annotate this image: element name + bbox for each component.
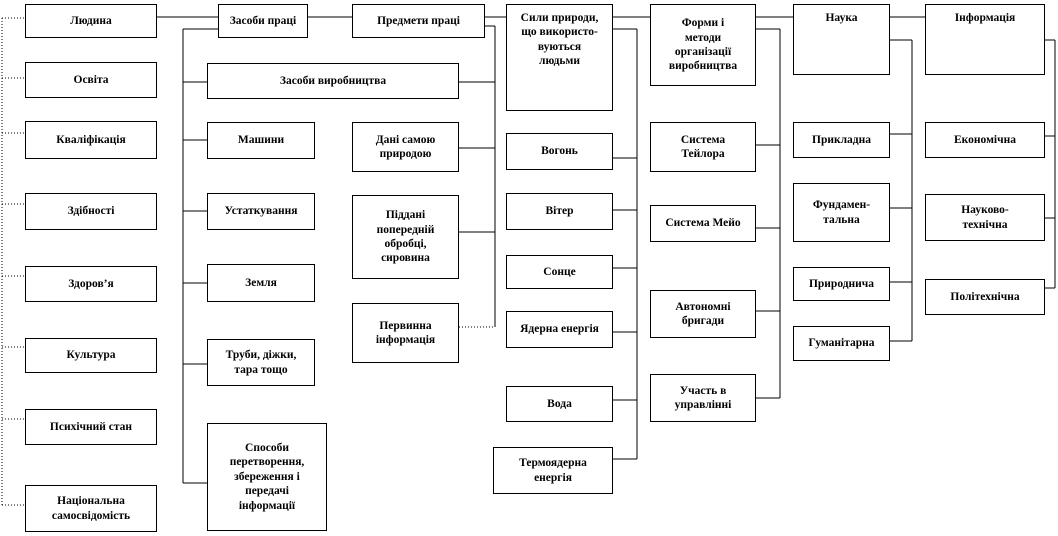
node-fundamentalna: Фундамен- тальна xyxy=(793,183,890,242)
node-sposoby: Способи перетворення, збереження і перед… xyxy=(207,423,327,531)
node-osvita: Освіта xyxy=(25,62,157,98)
node-zasoby-vyrobnytstva: Засоби виробництва xyxy=(207,63,459,99)
node-yaderna-enerhiya: Ядерна енергія xyxy=(506,311,613,348)
node-ekonomichna: Економічна xyxy=(925,122,1045,158)
node-prykladna: Прикладна xyxy=(793,122,890,158)
node-kvalifikatsiya: Кваліфікація xyxy=(25,121,157,159)
node-politekhnichna: Політехнічна xyxy=(925,279,1045,315)
node-avtonomni-bryhady: Автономні бригади xyxy=(650,290,756,338)
node-naukovo-tekhnichna: Науково- технічна xyxy=(925,194,1045,241)
node-nauka: Наука xyxy=(793,4,890,75)
node-uchast-v-upravlinni: Участь в управлінні xyxy=(650,374,756,422)
node-humanitarna: Гуманітарна xyxy=(793,326,890,361)
node-viter: Вітер xyxy=(506,193,613,230)
node-truby: Труби, діжки, тара тощо xyxy=(207,339,315,386)
node-sontse: Сонце xyxy=(506,255,613,289)
node-predmety-pratsi: Предмети праці xyxy=(352,4,485,38)
node-lyudyna: Людина xyxy=(25,4,157,38)
node-zdibnosti: Здібності xyxy=(25,193,157,230)
node-ustatkuvannya: Устаткування xyxy=(207,193,315,230)
node-zemlya: Земля xyxy=(207,264,315,302)
node-natsionalna-samosvidomist: Національна самосвідомість xyxy=(25,485,157,532)
node-piddani-obrobtsi: Піддані попередній обробці, сировина xyxy=(352,195,459,279)
node-kultura: Культура xyxy=(25,338,157,373)
node-zdorovya: Здоров’я xyxy=(25,266,157,302)
node-mashyny: Машини xyxy=(207,122,315,159)
node-voda: Вода xyxy=(506,386,613,422)
node-psykhichnyi-stan: Психічний стан xyxy=(25,409,157,445)
node-pervynna-informatsiya: Первинна інформація xyxy=(352,303,459,363)
node-dani-pryrodoyu: Дані самою природою xyxy=(352,122,459,172)
node-formy-metody: Форми і методи організації виробництва xyxy=(650,4,756,86)
node-syly-pryrody: Сили природи, що використо- вуються людь… xyxy=(506,4,613,111)
node-termoyaderna-enerhiya: Термоядерна енергія xyxy=(493,447,613,494)
node-pryrodnycha: Природнича xyxy=(793,267,890,301)
node-systema-meyo: Система Мейо xyxy=(650,205,756,242)
node-systema-teylora: Система Тейлора xyxy=(650,122,756,172)
node-informatsiya: Інформація xyxy=(925,4,1045,75)
node-zasoby-pratsi: Засоби праці xyxy=(218,4,308,38)
node-vohon: Вогонь xyxy=(506,133,613,170)
